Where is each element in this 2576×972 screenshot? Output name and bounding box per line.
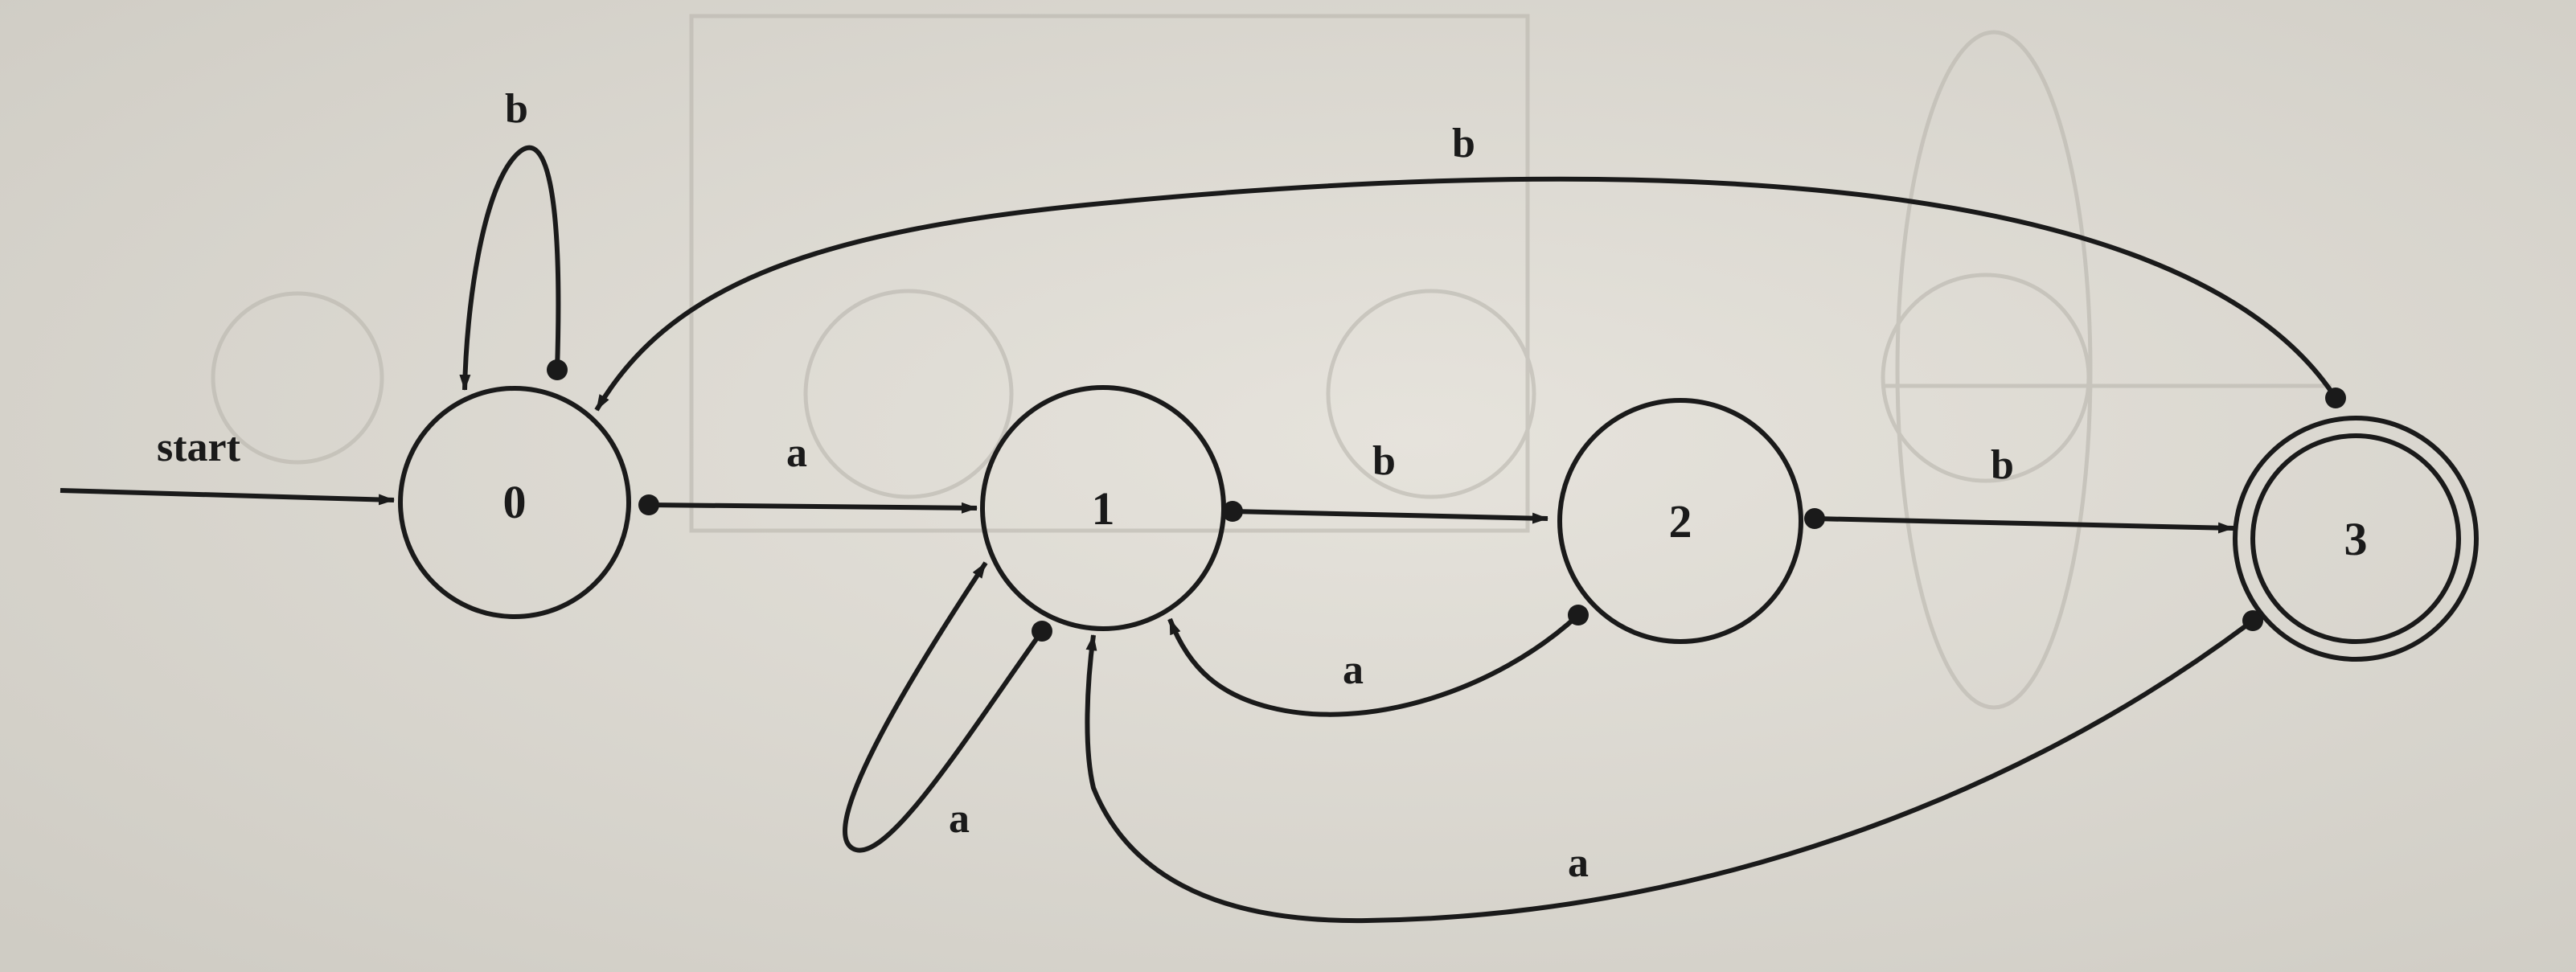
edge-2-3-label: b [1991, 442, 2014, 488]
edge-1-2-label: b [1372, 438, 1396, 484]
state-3-inner-circle [2250, 433, 2461, 644]
edge-3-0-label: b [1452, 121, 1475, 166]
edge-0-1-label: a [786, 430, 807, 476]
edge-2-1-label: a [1343, 647, 1364, 693]
state-1-label: 1 [1092, 482, 1115, 535]
state-2-label: 2 [1669, 495, 1692, 548]
edge-2-1 [1167, 613, 1581, 717]
start-label: start [157, 424, 241, 470]
edge-1-2 [1232, 509, 1548, 524]
edge-3-1-dot [2242, 610, 2263, 631]
transitions [59, 145, 2346, 924]
edge-0-0-label: b [505, 86, 528, 132]
start-arrow [59, 488, 395, 506]
edge-1-1-dot [1032, 621, 1052, 642]
edge-2-1-dot [1568, 605, 1589, 625]
edge-1-1-label: a [949, 796, 970, 842]
edge-0-0 [459, 145, 561, 391]
edge-labels: start b a a b a b b a [157, 86, 2014, 886]
state-3-label: 3 [2344, 513, 2368, 565]
state-2-circle [1557, 398, 1803, 644]
edge-1-2-dot [1222, 501, 1243, 522]
edge-3-1-label: a [1568, 840, 1589, 886]
edge-3-0 [594, 176, 2338, 412]
edge-1-1 [843, 561, 1044, 853]
state-0-label: 0 [503, 476, 527, 528]
edge-2-3 [1814, 516, 2234, 534]
state-0-circle [398, 386, 631, 619]
state-1-circle [980, 385, 1226, 631]
bleed-through-shadow [211, 14, 2332, 710]
edge-3-0-dot [2325, 388, 2346, 408]
edge-2-3-dot [1804, 508, 1825, 529]
edge-0-1 [648, 502, 978, 514]
edge-0-0-dot [547, 359, 568, 380]
state-3-outer-circle [2233, 416, 2479, 662]
states: 0 1 2 3 [398, 385, 2479, 662]
edge-3-1 [1085, 618, 2254, 924]
edge-0-1-dot [638, 494, 659, 515]
